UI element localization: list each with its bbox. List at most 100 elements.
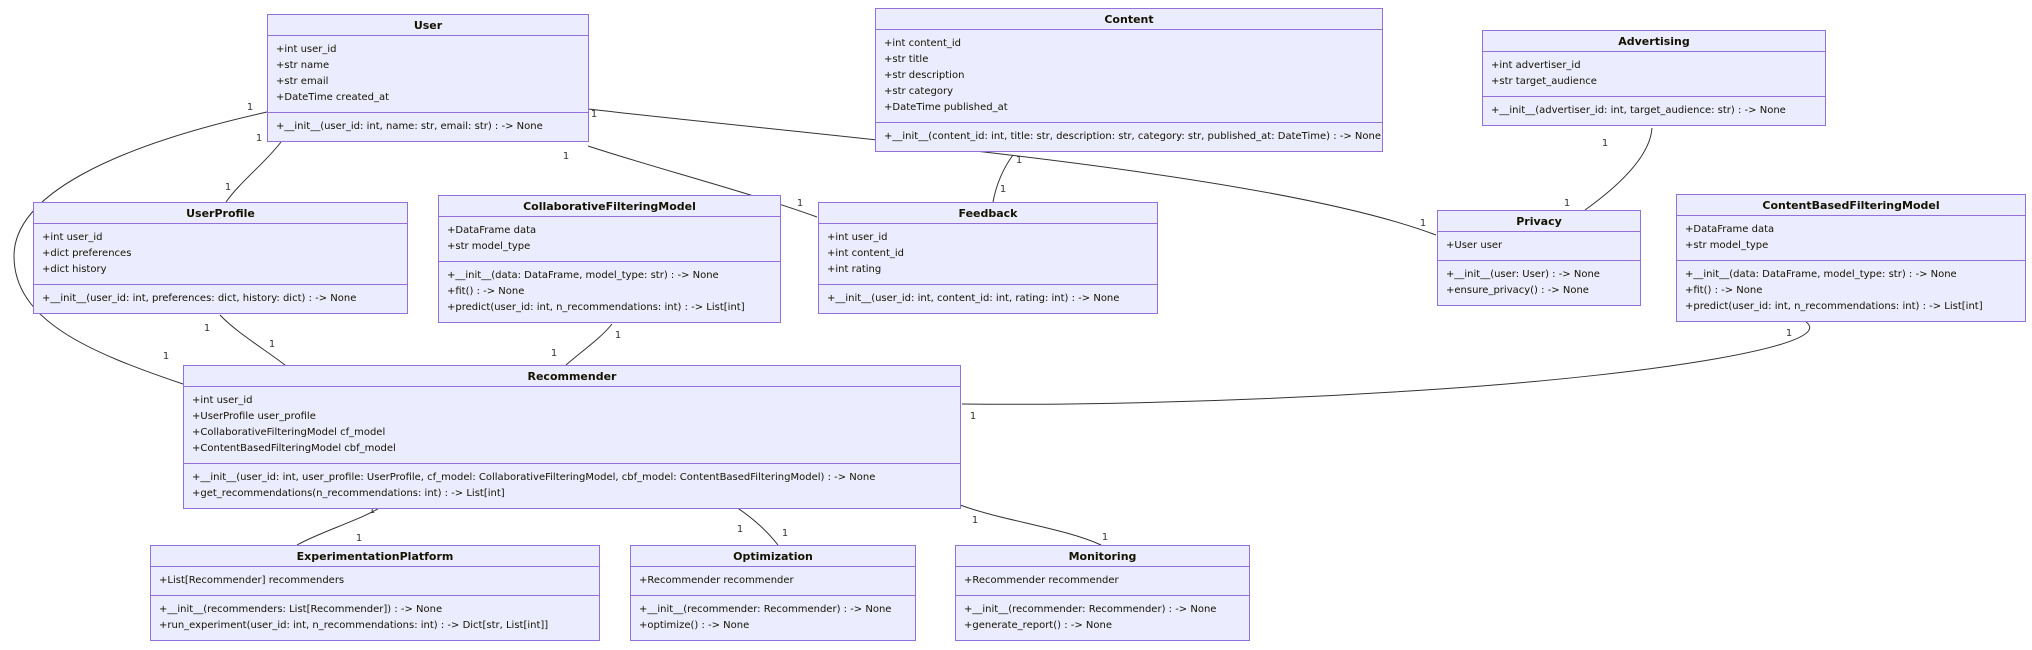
uml-attribute: +int rating xyxy=(827,264,882,275)
uml-method: +get_recommendations(n_recommendations: … xyxy=(192,488,505,499)
class-feedback-attributes: +int user_id +int content_id +int rating xyxy=(819,224,1157,285)
edge-user-feedback-line xyxy=(587,145,818,218)
class-monitoring: Monitoring +Recommender recommender +__i… xyxy=(955,545,1250,641)
multiplicity-label: 1 xyxy=(1602,138,1608,149)
uml-attribute: +int user_id xyxy=(192,395,253,406)
uml-attribute: +dict preferences xyxy=(42,248,132,259)
uml-method: +__init__(content_id: int, title: str, d… xyxy=(884,131,1382,142)
multiplicity-label: 1 xyxy=(737,524,743,535)
uml-attribute: +DateTime created_at xyxy=(276,92,390,103)
uml-attribute: +Recommender recommender xyxy=(964,575,1119,586)
uml-attribute: +UserProfile user_profile xyxy=(192,411,316,422)
multiplicity-label: 1 xyxy=(972,515,978,526)
uml-attribute: +str email xyxy=(276,76,329,87)
multiplicity-label: 1 xyxy=(225,182,231,193)
multiplicity-label: 1 xyxy=(369,505,375,516)
class-recommender: Recommender +int user_id +UserProfile us… xyxy=(183,365,961,509)
multiplicity-label: 1 xyxy=(356,533,362,544)
class-optimization-title: Optimization xyxy=(631,546,915,567)
uml-method: +predict(user_id: int, n_recommendations… xyxy=(1685,301,1983,312)
multiplicity-label: 1 xyxy=(551,348,557,359)
uml-method: +fit() : -> None xyxy=(447,286,525,297)
class-collaborativefilteringmodel: CollaborativeFilteringModel +DataFrame d… xyxy=(438,195,781,323)
multiplicity-label: 1 xyxy=(256,133,262,144)
uml-attribute: +int user_id xyxy=(276,44,337,55)
uml-method: +__init__(user_id: int, preferences: dic… xyxy=(42,293,357,304)
class-contentbasedfilteringmodel-methods: +__init__(data: DataFrame, model_type: s… xyxy=(1677,261,2025,321)
uml-attribute: +int user_id xyxy=(42,232,103,243)
class-collaborativefilteringmodel-methods: +__init__(data: DataFrame, model_type: s… xyxy=(439,262,780,322)
edge-recommender-experimentation-line xyxy=(296,504,385,546)
multiplicity-label: 1 xyxy=(591,109,597,120)
class-experimentationplatform-methods: +__init__(recommenders: List[Recommender… xyxy=(151,596,599,640)
class-privacy-attributes: +User user xyxy=(1438,232,1640,261)
edge-content-feedback-line xyxy=(992,154,1014,203)
uml-attribute: +int content_id xyxy=(827,248,905,259)
class-content-methods: +__init__(content_id: int, title: str, d… xyxy=(876,123,1382,151)
uml-attribute: +int user_id xyxy=(827,232,888,243)
class-advertising-attributes: +int advertiser_id +str target_audience xyxy=(1483,52,1825,97)
class-experimentationplatform-attributes: +List[Recommender] recommenders xyxy=(151,567,599,596)
uml-attribute: +str model_type xyxy=(447,241,531,252)
uml-method: +__init__(user: User) : -> None xyxy=(1446,269,1600,280)
uml-attribute: +str category xyxy=(884,86,953,97)
multiplicity-label: 1 xyxy=(1564,198,1570,209)
multiplicity-label: 1 xyxy=(204,323,210,334)
class-advertising: Advertising +int advertiser_id +str targ… xyxy=(1482,30,1826,126)
class-content-attributes: +int content_id +str title +str descript… xyxy=(876,30,1382,123)
class-recommender-methods: +__init__(user_id: int, user_profile: Us… xyxy=(184,464,960,508)
class-userprofile: UserProfile +int user_id +dict preferenc… xyxy=(33,202,408,314)
uml-method: +__init__(user_id: int, name: str, email… xyxy=(276,121,543,132)
edge-recommender-monitoring-line xyxy=(959,504,1102,546)
class-optimization-methods: +__init__(recommender: Recommender) : ->… xyxy=(631,596,915,640)
edge-user-recommender-line xyxy=(13,111,268,385)
class-userprofile-title: UserProfile xyxy=(34,203,407,224)
class-optimization: Optimization +Recommender recommender +_… xyxy=(630,545,916,641)
uml-attribute: +List[Recommender] recommenders xyxy=(159,575,345,586)
uml-method: +__init__(recommender: Recommender) : ->… xyxy=(964,604,1217,615)
multiplicity-label: 1 xyxy=(1102,532,1108,543)
multiplicity-label: 1 xyxy=(563,151,569,162)
class-privacy: Privacy +User user +__init__(user: User)… xyxy=(1437,210,1641,306)
uml-method: +optimize() : -> None xyxy=(639,620,750,631)
class-user: User +int user_id +str name +str email +… xyxy=(267,14,589,142)
uml-method: +__init__(user_id: int, user_profile: Us… xyxy=(192,472,876,483)
class-userprofile-attributes: +int user_id +dict preferences +dict his… xyxy=(34,224,407,285)
uml-method: +predict(user_id: int, n_recommendations… xyxy=(447,302,745,313)
uml-attribute: +int advertiser_id xyxy=(1491,60,1581,71)
uml-attribute: +DataFrame data xyxy=(1685,224,1775,235)
class-user-attributes: +int user_id +str name +str email +DateT… xyxy=(268,36,588,113)
multiplicity-label: 1 xyxy=(970,411,976,422)
class-recommender-attributes: +int user_id +UserProfile user_profile +… xyxy=(184,387,960,464)
class-user-methods: +__init__(user_id: int, name: str, email… xyxy=(268,113,588,141)
class-experimentationplatform-title: ExperimentationPlatform xyxy=(151,546,599,567)
uml-attribute: +Recommender recommender xyxy=(639,575,794,586)
class-monitoring-attributes: +Recommender recommender xyxy=(956,567,1249,596)
edge-cfmodel-recommender-line xyxy=(565,323,613,366)
class-user-title: User xyxy=(268,15,588,36)
multiplicity-label: 1 xyxy=(163,351,169,362)
class-feedback: Feedback +int user_id +int content_id +i… xyxy=(818,202,1158,314)
edge-user-privacy-line xyxy=(587,108,1437,236)
uml-method: +generate_report() : -> None xyxy=(964,620,1113,631)
class-advertising-methods: +__init__(advertiser_id: int, target_aud… xyxy=(1483,97,1825,125)
uml-attribute: +str target_audience xyxy=(1491,76,1597,87)
class-content: Content +int content_id +str title +str … xyxy=(875,8,1383,152)
class-experimentationplatform: ExperimentationPlatform +List[Recommende… xyxy=(150,545,600,641)
class-content-title: Content xyxy=(876,9,1382,30)
class-collaborativefilteringmodel-title: CollaborativeFilteringModel xyxy=(439,196,780,217)
uml-method: +run_experiment(user_id: int, n_recommen… xyxy=(159,620,549,631)
uml-attribute: +DateTime published_at xyxy=(884,102,1008,113)
uml-attribute: +dict history xyxy=(42,264,107,275)
uml-method: +__init__(recommenders: List[Recommender… xyxy=(159,604,443,615)
uml-attribute: +str title xyxy=(884,54,929,65)
multiplicity-label: 1 xyxy=(782,528,788,539)
multiplicity-label: 1 xyxy=(1786,328,1792,339)
class-contentbasedfilteringmodel-attributes: +DataFrame data +str model_type xyxy=(1677,216,2025,261)
multiplicity-label: 1 xyxy=(1000,184,1006,195)
uml-method: +ensure_privacy() : -> None xyxy=(1446,285,1589,296)
class-optimization-attributes: +Recommender recommender xyxy=(631,567,915,596)
multiplicity-label: 1 xyxy=(1016,155,1022,166)
class-advertising-title: Advertising xyxy=(1483,31,1825,52)
